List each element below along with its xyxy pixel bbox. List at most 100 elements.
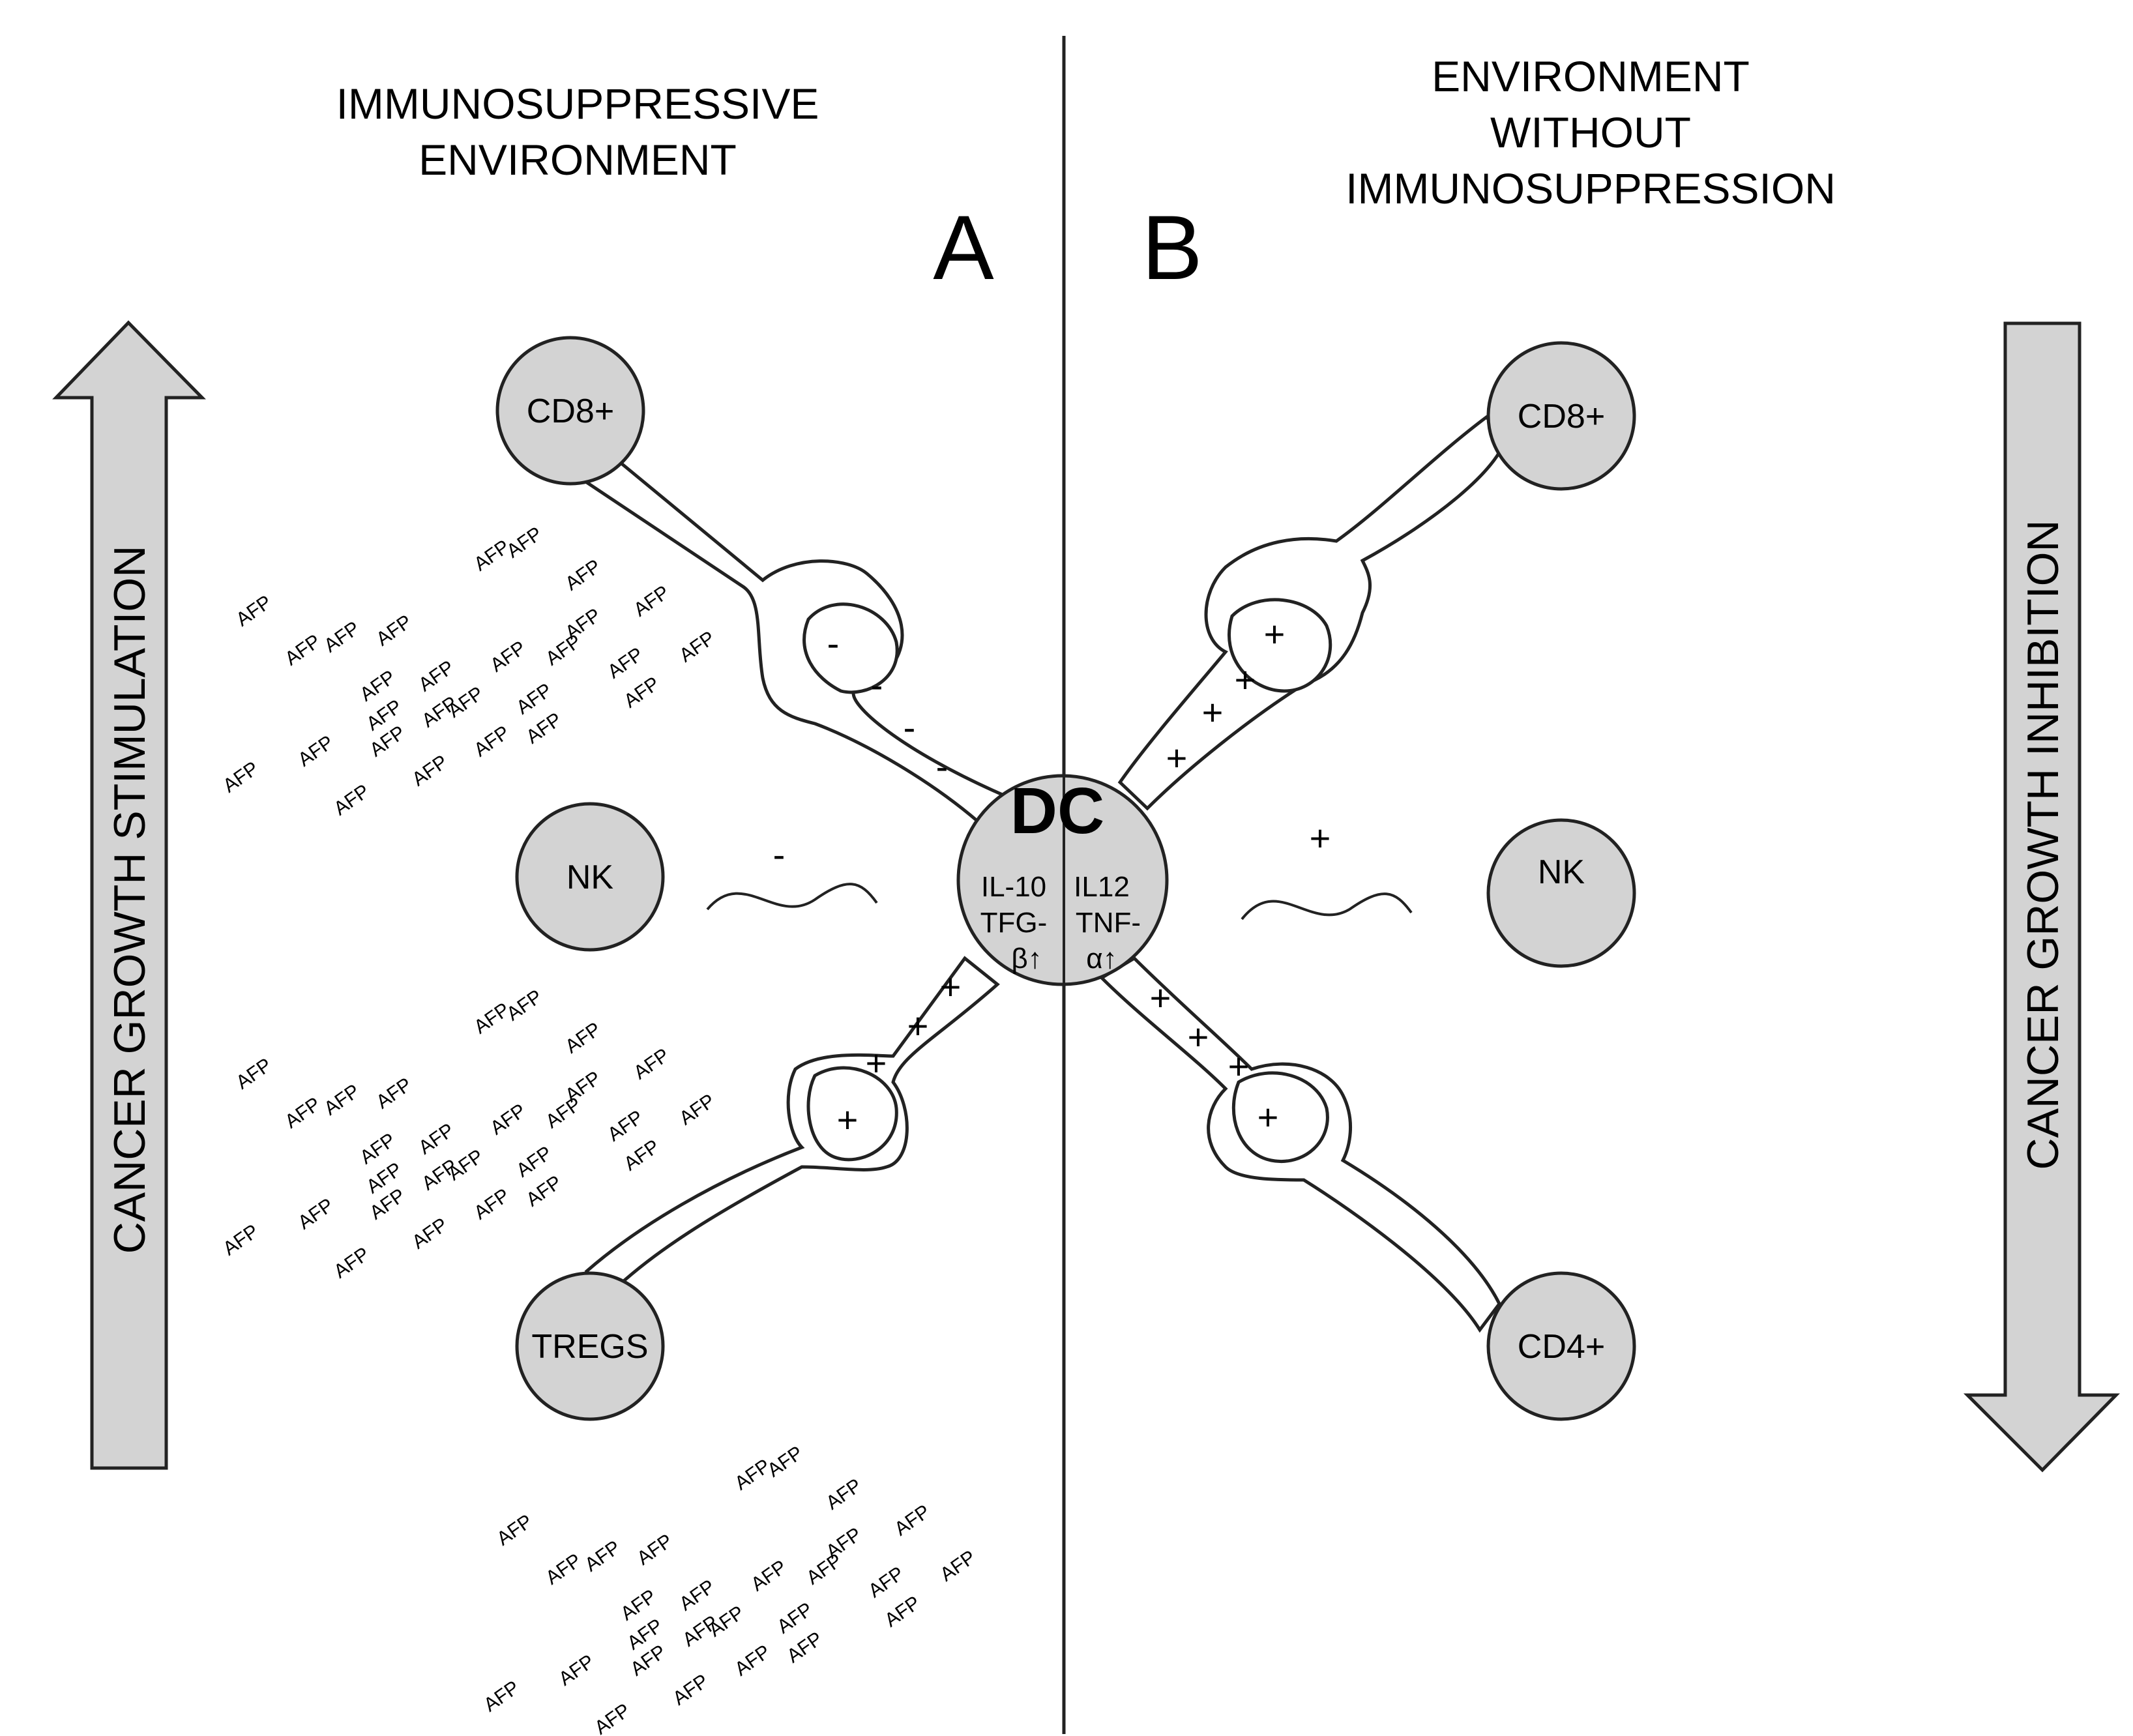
afp-label: AFP: [669, 1670, 713, 1710]
afp-label: AFP: [731, 1641, 774, 1681]
afp-label: AFP: [470, 1184, 514, 1224]
cytokine-il10: IL-10: [981, 871, 1046, 903]
sign-plus-l2: +: [907, 1005, 929, 1046]
growth-inhibition-arrow: [1963, 321, 2120, 1473]
afp-label: AFP: [675, 627, 719, 667]
afp-label: AFP: [281, 1093, 325, 1133]
cytokine-tnf: TNF-: [1076, 907, 1141, 939]
knob-cup-lower-right: [1231, 1071, 1329, 1163]
right-header-line1: ENVIRONMENT: [1432, 52, 1750, 100]
nk-left-cell: [515, 802, 665, 952]
panel-letter-a: A: [933, 196, 994, 299]
cytokine-il12: IL12: [1074, 871, 1130, 903]
sign-plus-r8: +: [1258, 1096, 1279, 1138]
sign-plus-r5: +: [1150, 977, 1171, 1018]
sign-minus-3: -: [904, 707, 916, 748]
afp-label: AFP: [881, 1592, 924, 1632]
tregs-label: TREGS: [531, 1328, 648, 1366]
afp-label: AFP: [330, 1243, 374, 1283]
afp-label: AFP: [219, 758, 263, 797]
cd4-label: CD4+: [1518, 1328, 1605, 1366]
sign-plus-l4: +: [837, 1099, 859, 1140]
sign-plus-l3: +: [866, 1042, 887, 1083]
afp-label: AFP: [630, 1044, 673, 1084]
afp-label: AFP: [232, 1054, 276, 1094]
knob-cup-upper-right: [1228, 598, 1332, 693]
afp-label: AFP: [561, 1018, 605, 1058]
dc-label: DC: [1010, 774, 1104, 847]
nk-right-cell: [1486, 818, 1636, 968]
sign-plus-r6: +: [1188, 1016, 1209, 1057]
sign-plus-nk: +: [1310, 817, 1331, 859]
cd8-left-cell: [495, 336, 645, 486]
arm-dc-tregs: [584, 956, 1000, 1300]
sign-plus-r3: +: [1202, 692, 1224, 733]
cd8-right-cell: [1486, 341, 1636, 491]
afp-label: AFP: [232, 591, 276, 631]
cytokine-alpha: α↑: [1086, 943, 1117, 975]
left-header-line1: IMMUNOSUPPRESSIVE: [336, 80, 819, 128]
afp-label: AFP: [864, 1563, 908, 1602]
cytokine-tfg: TFG-: [980, 907, 1048, 939]
afp-label: AFP: [281, 630, 325, 670]
afp-label: AFP: [408, 1214, 452, 1254]
afp-label: AFP: [493, 1510, 537, 1550]
knob-cup-upper-left: [802, 602, 899, 694]
afp-label: AFP: [936, 1546, 980, 1586]
afp-label: AFP: [372, 611, 416, 651]
afp-label: AFP: [219, 1220, 263, 1260]
afp-label: AFP: [604, 1106, 647, 1146]
afp-label: AFP: [415, 656, 458, 696]
knob-cup-lower-left: [806, 1066, 898, 1162]
afp-label: AFP: [581, 1537, 625, 1576]
afp-label: AFP: [320, 617, 364, 657]
sign-plus-r2: +: [1235, 659, 1256, 700]
afp-label: AFP: [555, 1651, 598, 1690]
afp-label: AFP: [604, 643, 647, 683]
sign-plus-r1: +: [1264, 613, 1286, 655]
nk-left-signal-wave: [706, 883, 878, 911]
right-header-line2: WITHOUT: [1490, 108, 1691, 156]
afp-label: AFP: [675, 1576, 719, 1615]
afp-label: AFP: [591, 1699, 634, 1736]
afp-label: AFP: [480, 1677, 523, 1716]
panel-letter-b: B: [1141, 196, 1202, 299]
afp-label: AFP: [542, 1550, 585, 1589]
left-header-line2: ENVIRONMENT: [419, 136, 737, 184]
nk-left-label: NK: [566, 859, 614, 896]
afp-label: AFP: [620, 673, 664, 713]
afp-label: AFP: [675, 1090, 719, 1130]
afp-label: AFP: [415, 1119, 458, 1159]
afp-label: AFP: [747, 1556, 791, 1596]
afp-label: AFP: [630, 581, 673, 621]
afp-label: AFP: [470, 722, 514, 761]
afp-label: AFP: [408, 751, 452, 791]
afp-label: AFP: [372, 1074, 416, 1113]
sign-minus-4: -: [936, 746, 949, 787]
afp-label: AFP: [320, 1080, 364, 1120]
afp-label: AFP: [294, 1194, 338, 1234]
right-header-line3: IMMUNOSUPPRESSION: [1346, 164, 1836, 213]
growth-stimulation-label: CANCER GROWTH STIMULATION: [105, 546, 154, 1254]
cytokine-beta: β↑: [1011, 943, 1042, 975]
sign-minus-1: -: [827, 623, 840, 664]
growth-inhibition-label: CANCER GROWTH INHIBITION: [2018, 520, 2068, 1170]
nk-right-signal-wave: [1241, 892, 1413, 920]
nk-right-label: NK: [1538, 853, 1585, 891]
afp-label: AFP: [486, 1100, 530, 1140]
sign-minus-2: -: [871, 664, 883, 705]
cd8-right-label: CD8+: [1518, 398, 1605, 435]
sign-plus-r4: +: [1166, 737, 1188, 778]
cd8-left-label: CD8+: [527, 392, 614, 430]
cd4-cell: [1486, 1271, 1636, 1421]
tregs-cell: [515, 1271, 665, 1421]
afp-label: AFP: [633, 1530, 677, 1570]
sign-plus-r7: +: [1228, 1046, 1250, 1087]
afp-label: AFP: [330, 780, 374, 820]
sign-minus-nk: -: [773, 834, 786, 875]
afp-label: AFP: [620, 1136, 664, 1175]
sign-plus-l1: +: [940, 966, 962, 1007]
afp-label: AFP: [294, 731, 338, 771]
growth-stimulation-arrow: [52, 320, 206, 1470]
